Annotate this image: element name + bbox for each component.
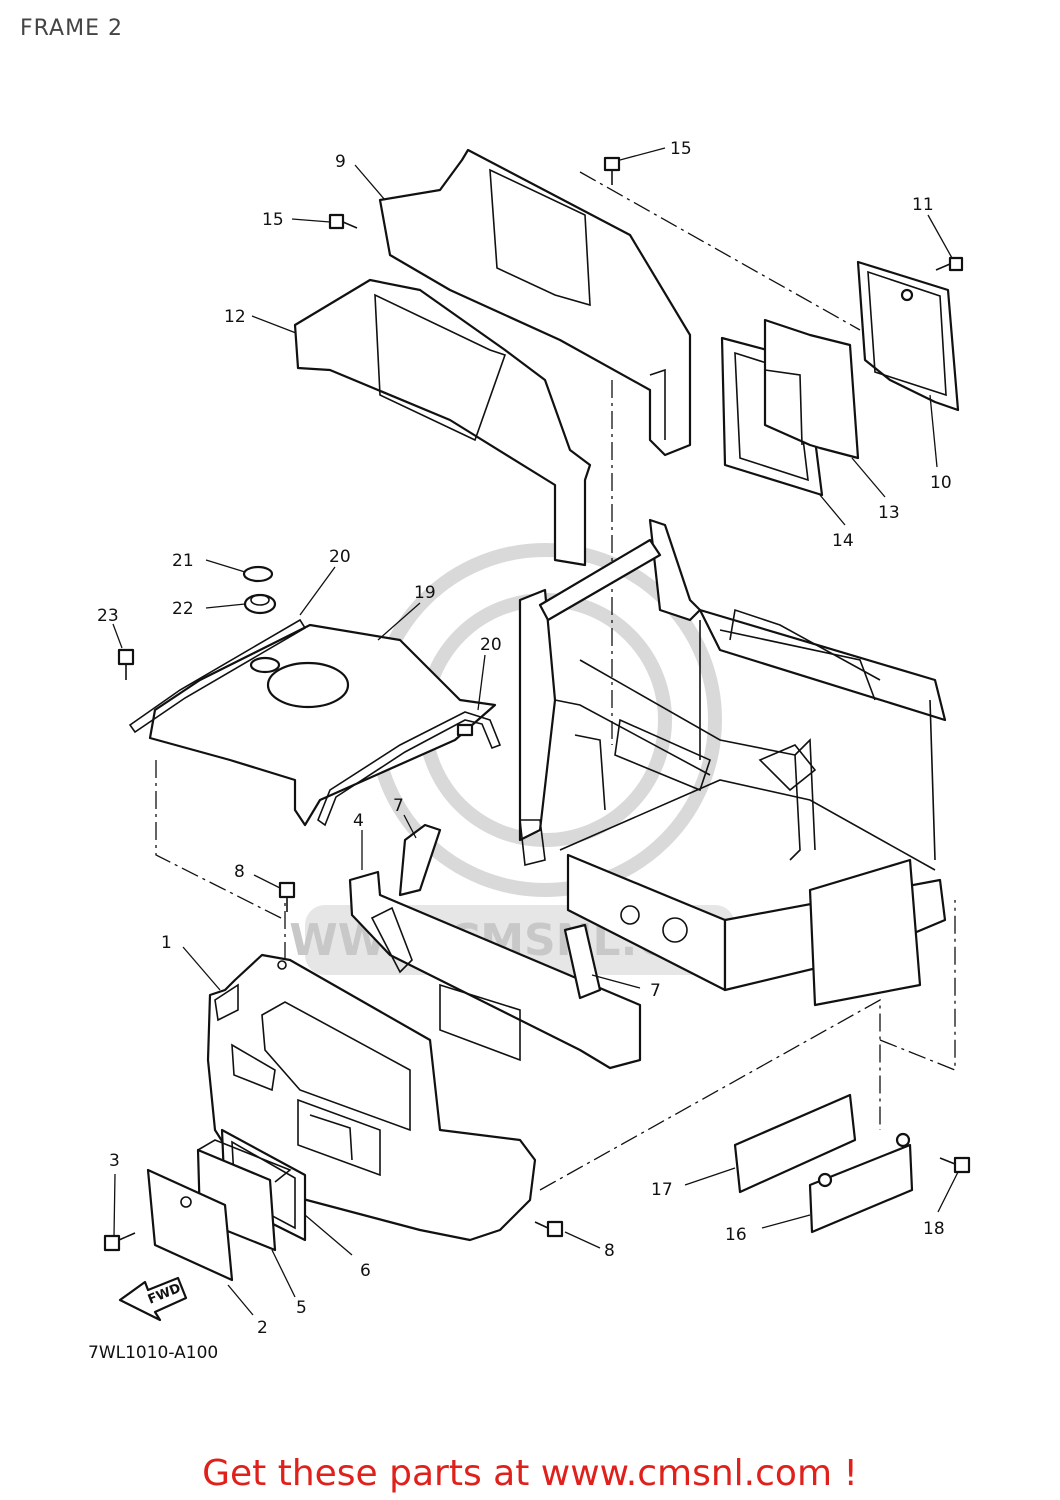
exploded-parts-diagram: WWW.CMSNL.COM [97,139,971,1338]
vehicle-frame [518,518,947,1007]
part-23-bolt [117,648,135,680]
callout-8-lower: 8 [604,1241,615,1261]
callout-16: 16 [725,1225,747,1245]
part-10-lid [856,260,960,412]
part-13-filter [763,318,860,460]
bolt-18 [939,1156,971,1174]
callout-4: 4 [353,811,364,831]
callout-20-right: 20 [480,635,502,655]
callout-1: 1 [161,933,172,953]
part-12-cushion [293,278,592,567]
part-16-bracket [808,1132,914,1234]
callout-7-upper: 7 [393,796,404,816]
diagram-code: 7WL1010-A100 [88,1343,219,1363]
part-19-tank-cover [148,623,497,827]
callout-6: 6 [360,1261,371,1281]
callout-22: 22 [172,599,194,619]
bolt-15-left [328,213,358,230]
part-22-grommet [243,593,277,615]
assembly-lines [155,171,956,1191]
part-9-back-panel [378,148,692,457]
callout-9: 9 [335,152,346,172]
part-7-pad-upper [398,823,442,897]
callout-10: 10 [930,473,952,493]
callout-12: 12 [224,307,246,327]
banner-link[interactable]: Get these parts at www.cmsnl.com ! [202,1453,858,1494]
callout-15-left: 15 [262,210,284,230]
part-21-cap [242,565,274,583]
part-17-pad [733,1093,857,1194]
callout-8-upper: 8 [234,862,245,882]
callout-3: 3 [109,1151,120,1171]
callout-11: 11 [912,195,934,215]
callout-2: 2 [257,1318,268,1338]
callout-labels: 9 15 15 11 12 10 13 14 21 20 19 22 23 20… [97,139,952,1338]
part-20-seal-right [317,711,502,827]
callout-13: 13 [878,503,900,523]
callout-17: 17 [651,1180,673,1200]
part-4-front-panel [348,870,642,1070]
callout-19: 19 [414,583,436,603]
leader-lines [112,147,959,1316]
bolt-3 [103,1232,136,1252]
callout-21: 21 [172,551,194,571]
bolt-8-upper [278,881,296,912]
callout-15-top: 15 [670,139,692,159]
callout-23: 23 [97,606,119,626]
callout-20-top: 20 [329,547,351,567]
callout-14: 14 [832,531,854,551]
callout-5: 5 [296,1298,307,1318]
bolt-8-lower [534,1220,564,1238]
bolt-15-top [603,156,621,185]
bolt-11 [935,256,964,272]
fwd-arrow-icon: FWD [118,1276,188,1322]
part-7-pad-lower [563,923,602,1000]
page-title: FRAME 2 [20,16,123,41]
callout-18: 18 [923,1219,945,1239]
part-2-cover [146,1168,234,1282]
callout-7-lower: 7 [650,981,661,1001]
part-20-seal-left [128,618,307,734]
